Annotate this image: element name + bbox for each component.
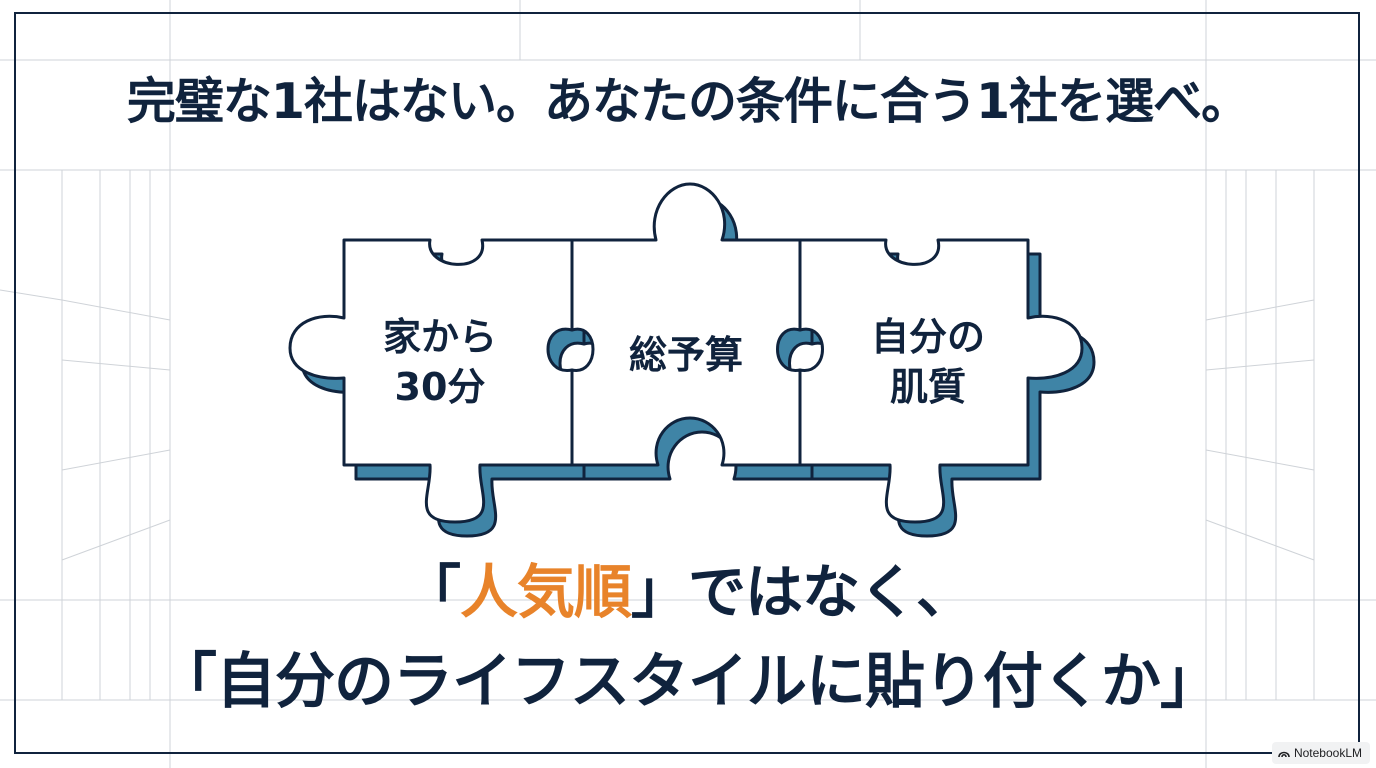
- piece-label-left-line1: 家から: [382, 315, 497, 359]
- piece-label-left: 家から 30分: [350, 312, 530, 412]
- content-frame: [14, 12, 1360, 754]
- piece-label-left-line2: 30分: [394, 365, 486, 409]
- tagline-line2: 「自分のライフスタイルに貼り付くか」: [157, 647, 1220, 717]
- tagline-rest: 」ではなく、: [631, 558, 974, 626]
- notebooklm-badge: NotebookLM: [1271, 742, 1370, 764]
- badge-label: NotebookLM: [1293, 746, 1362, 760]
- tagline-line1: 「人気順」ではなく、: [20, 556, 1356, 628]
- piece-label-right-line2: 肌質: [889, 365, 966, 409]
- piece-label-middle: 総予算: [628, 333, 743, 377]
- tagline-accent: 人気順: [459, 558, 632, 626]
- headline: 完璧な1社はない。あなたの条件に合う1社を選べ。: [126, 73, 1250, 130]
- piece-label-right: 自分の 肌質: [838, 312, 1018, 412]
- piece-label-right-line1: 自分の: [870, 315, 985, 359]
- tagline-open-bracket: 「: [402, 558, 461, 626]
- notebooklm-icon: [1278, 751, 1290, 758]
